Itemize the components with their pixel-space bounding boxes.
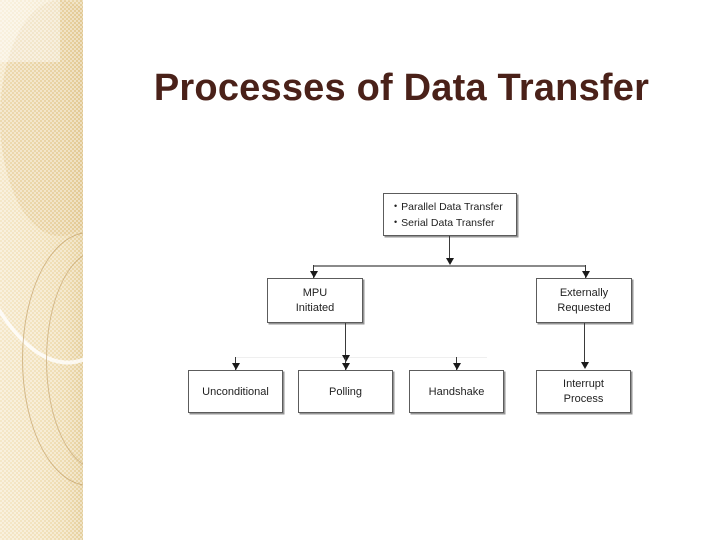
node-polling: Polling	[298, 370, 393, 413]
connector-level2-bus	[313, 265, 586, 267]
node-mpu-initiated: MPU Initiated	[267, 278, 363, 323]
node-unconditional-label: Unconditional	[202, 385, 269, 398]
page-title: Processes of Data Transfer	[153, 67, 650, 110]
node-handshake-label: Handshake	[428, 385, 485, 398]
node-polling-label: Polling	[328, 385, 363, 398]
node-mpu-initiated-line2: Initiated	[295, 301, 335, 314]
arrowhead-externally-requested-icon	[582, 271, 590, 278]
connector-level3-rail	[235, 357, 487, 358]
arrowhead-handshake-icon	[453, 363, 461, 370]
arrowhead-interrupt-process-icon	[581, 362, 589, 369]
node-externally-requested-line1: Externally	[559, 286, 609, 299]
node-interrupt-process: Interrupt Process	[536, 370, 631, 413]
arrowhead-polling-icon	[342, 363, 350, 370]
node-interrupt-process-line2: Process	[563, 392, 604, 405]
arrowhead-root-stem-icon	[446, 258, 454, 265]
connector-external-to-interrupt	[584, 323, 585, 367]
node-externally-requested-line2: Requested	[557, 301, 611, 314]
arrowhead-mpu-icon	[310, 271, 318, 278]
node-interrupt-process-label: Interrupt Process	[563, 377, 604, 407]
arrowhead-polling-main-icon	[342, 355, 350, 362]
node-handshake: Handshake	[409, 370, 504, 413]
sidebar-light-block	[0, 0, 60, 62]
node-unconditional: Unconditional	[188, 370, 283, 413]
connector-mpu-to-polling	[345, 323, 346, 361]
node-root-bullet-list: Parallel Data Transfer Serial Data Trans…	[394, 199, 503, 231]
sidebar-decoration	[0, 0, 83, 540]
arrowhead-unconditional-icon	[232, 363, 240, 370]
node-data-transfer-types: Parallel Data Transfer Serial Data Trans…	[383, 193, 517, 236]
node-interrupt-process-line1: Interrupt	[563, 377, 604, 390]
node-mpu-initiated-label: MPU Initiated	[296, 286, 335, 316]
bullet-parallel-data-transfer: Parallel Data Transfer	[394, 199, 503, 215]
node-externally-requested: Externally Requested	[536, 278, 632, 323]
connector-root-stem	[449, 236, 450, 263]
node-externally-requested-label: Externally Requested	[557, 286, 610, 316]
node-mpu-initiated-line1: MPU	[302, 286, 328, 299]
bullet-serial-data-transfer: Serial Data Transfer	[394, 215, 503, 231]
